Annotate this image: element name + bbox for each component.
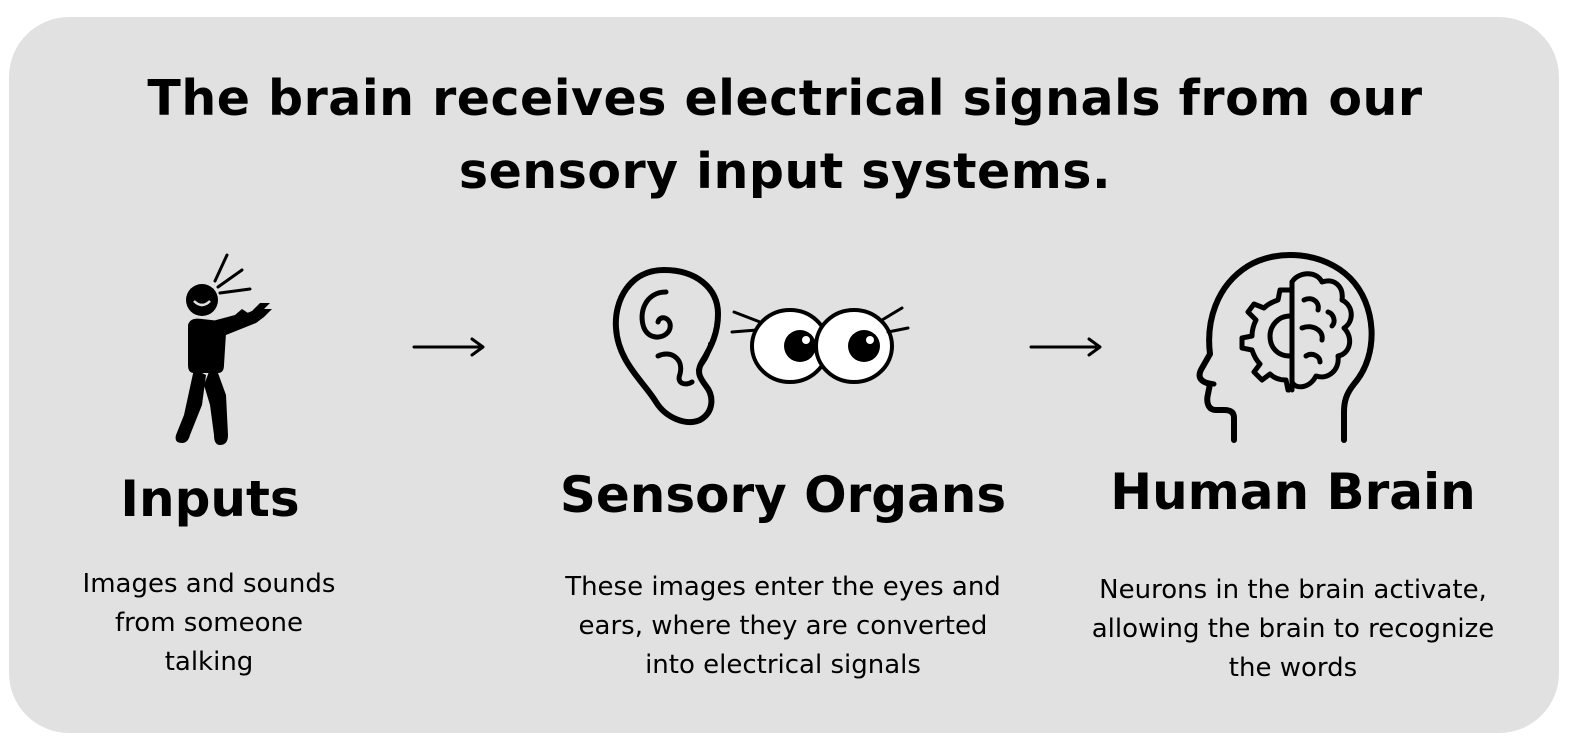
step-heading-human-brain: Human Brain — [1110, 463, 1476, 521]
step-description-human-brain: Neurons in the brain activate, allowing … — [1091, 575, 1495, 683]
step-description-inputs: Images and sounds from someone talking — [82, 569, 336, 677]
arrow-right-icon — [1029, 337, 1102, 357]
ear-and-eyes-icon — [612, 267, 910, 425]
person-talking-icon — [175, 253, 272, 445]
arrow-right-icon — [412, 337, 485, 357]
step-description-sensory-organs: These images enter the eyes and ears, wh… — [565, 572, 1001, 680]
step-heading-sensory-organs: Sensory Organs — [559, 466, 1007, 524]
step-heading-inputs: Inputs — [120, 470, 300, 528]
head-brain-gear-icon — [1196, 252, 1375, 443]
diagram-title: The brain receives electrical signals fr… — [147, 70, 1423, 200]
